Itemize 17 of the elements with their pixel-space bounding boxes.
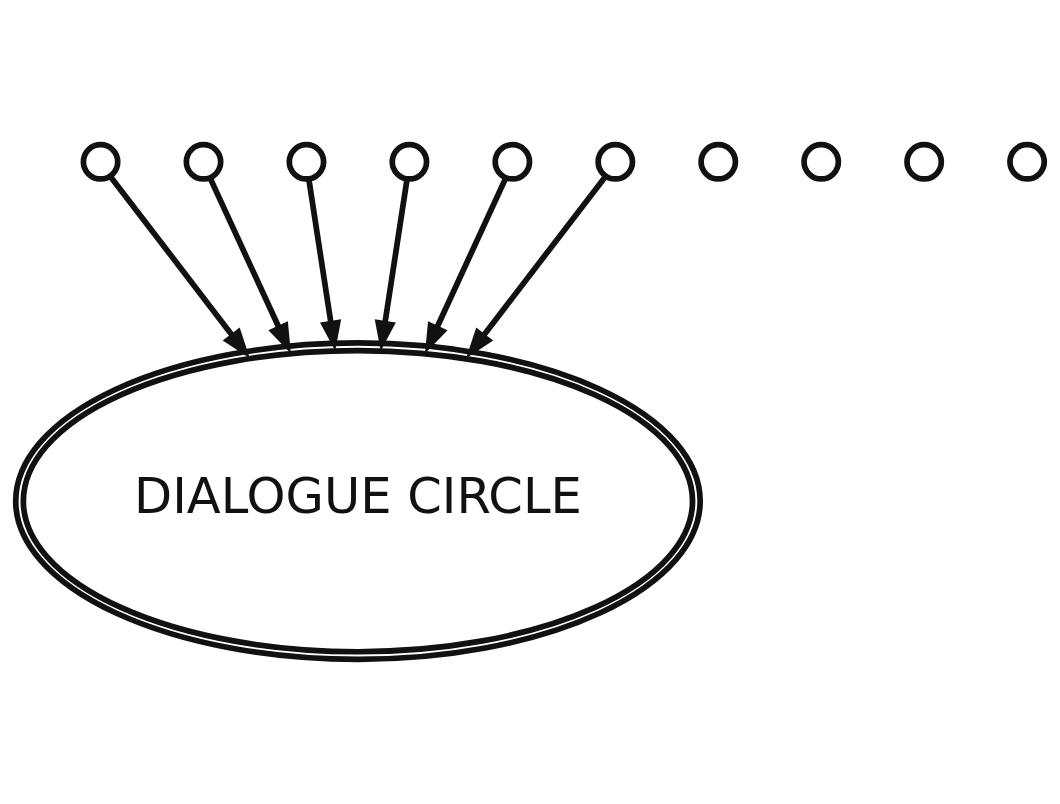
node-circle <box>904 141 945 182</box>
node-circle <box>698 141 739 182</box>
arrow <box>306 178 342 352</box>
arrow <box>374 178 410 352</box>
node-circle <box>1007 141 1048 182</box>
arrow <box>207 176 291 354</box>
arrow <box>108 174 250 359</box>
node-circle <box>183 141 224 182</box>
arrow <box>466 174 608 359</box>
node-circle <box>389 141 430 182</box>
node-circle <box>801 141 842 182</box>
node-circle <box>80 141 121 182</box>
node-circle <box>595 141 636 182</box>
node-circle <box>286 141 327 182</box>
node-circle <box>492 141 533 182</box>
node-ellipse: DIALOGUE CIRCLE <box>12 340 703 663</box>
arrow <box>424 176 509 354</box>
